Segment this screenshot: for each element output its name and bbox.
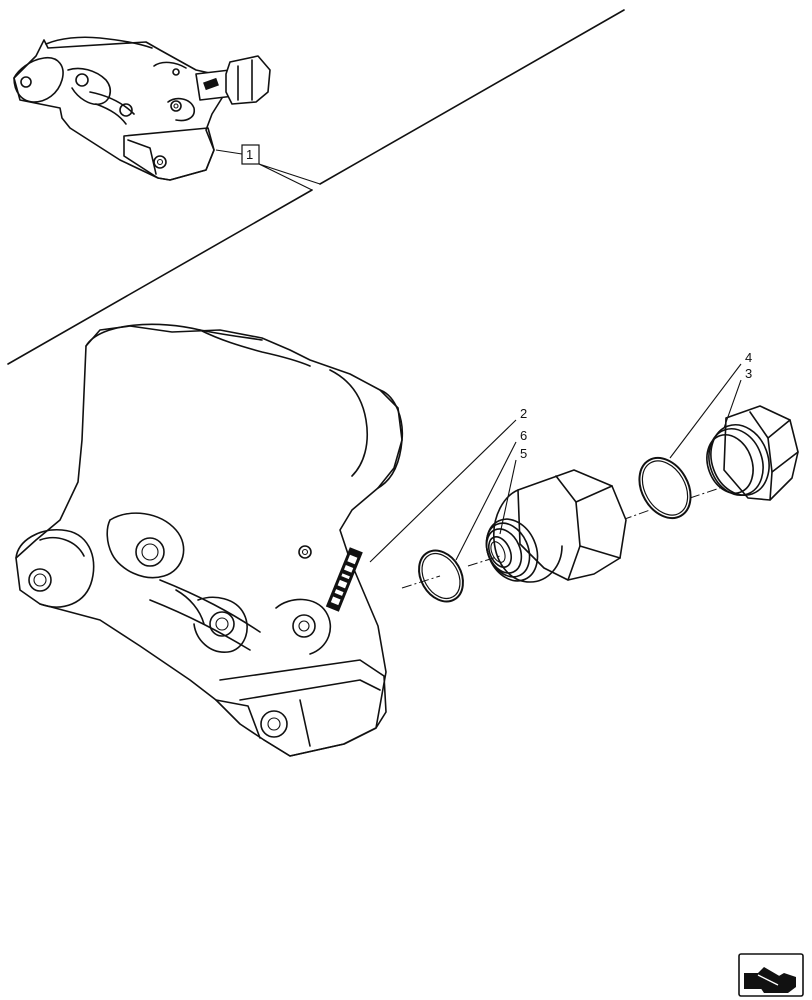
- valve-body-overview-icon: [13, 36, 271, 181]
- callout-5[interactable]: 5: [520, 446, 527, 461]
- callout-4-label: 4: [745, 350, 752, 365]
- callout-2-leader: [369, 419, 517, 563]
- callout-1-leader: [215, 149, 321, 191]
- callout-5-leader: [499, 459, 517, 535]
- callout-1-label: 1: [246, 147, 253, 162]
- adapter-fitting-5-icon: [485, 469, 627, 583]
- callout-2[interactable]: 2: [520, 406, 527, 421]
- callout-2-label: 2: [520, 406, 527, 421]
- callout-6[interactable]: 6: [520, 428, 527, 443]
- callout-3-leader: [723, 379, 742, 429]
- callout-4-leader: [669, 363, 742, 459]
- callout-3[interactable]: 3: [745, 366, 752, 381]
- next-page-arrow-icon[interactable]: [738, 953, 804, 997]
- o-ring-4-icon: [638, 456, 692, 520]
- plug-3-icon: [706, 405, 799, 501]
- o-ring-6-icon: [418, 549, 464, 603]
- callout-6-leader: [455, 441, 517, 561]
- callout-6-label: 6: [520, 428, 527, 443]
- callout-4[interactable]: 4: [745, 350, 752, 365]
- valve-body-detail-icon: [15, 323, 404, 757]
- callout-1[interactable]: 1: [241, 144, 260, 165]
- section-divider-line: [7, 9, 625, 365]
- callout-5-label: 5: [520, 446, 527, 461]
- callout-3-label: 3: [745, 366, 752, 381]
